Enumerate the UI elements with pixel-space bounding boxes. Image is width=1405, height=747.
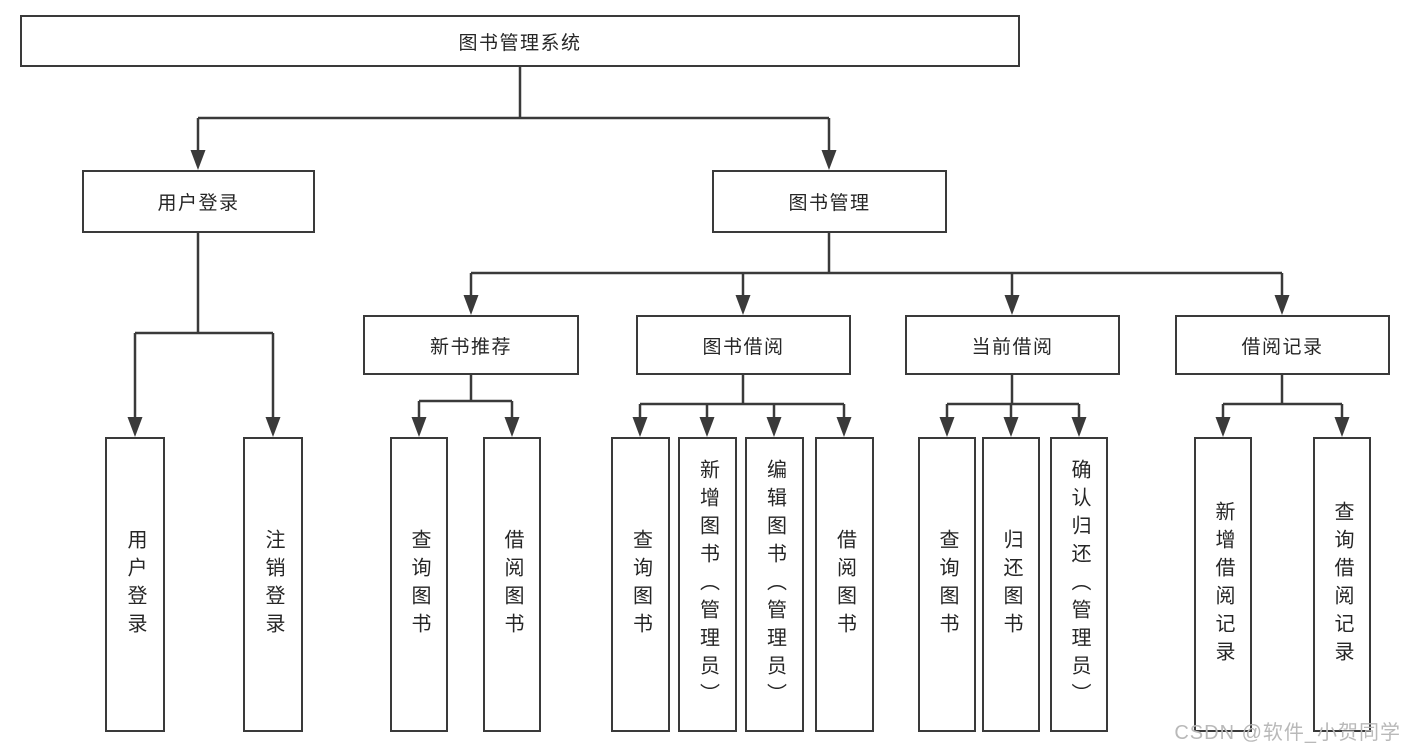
leaf-label: 确认归还（管理员） [1068,458,1090,711]
node-label: 当前借阅 [971,336,1054,358]
leaf-label: 查询图书 [629,528,652,641]
node-book-borrowing: 图书借阅 [636,315,851,375]
leaf-borrow-books-borrow: 借阅图书 [815,437,874,732]
node-current-borrowing: 当前借阅 [905,315,1120,375]
connectors [133,67,1344,420]
leaf-user-login: 用户登录 [105,437,165,732]
leaf-add-borrowing-record: 新增借阅记录 [1194,437,1252,732]
leaf-label: 新增借阅记录 [1212,500,1234,669]
leaf-label: 用户登录 [124,528,146,641]
leaf-label: 查询图书 [408,528,430,641]
leaf-borrow-books-newbook: 借阅图书 [483,437,541,732]
node-label: 图书借阅 [702,336,785,358]
leaf-query-books-current: 查询图书 [918,437,976,732]
leaf-label: 编辑图书（管理员） [763,458,786,711]
node-book-management: 图书管理 [712,170,947,233]
leaf-query-books-newbook: 查询图书 [390,437,448,732]
leaf-query-books-borrow: 查询图书 [611,437,670,732]
watermark: CSDN @软件_小贺同学 [1174,722,1401,744]
node-label: 图书管理系统 [458,32,582,54]
leaf-return-books: 归还图书 [982,437,1040,732]
leaf-logout: 注销登录 [243,437,303,732]
leaf-add-book-admin: 新增图书（管理员） [678,437,737,732]
leaf-label: 新增图书（管理员） [696,458,719,711]
leaf-label: 查询借阅记录 [1331,500,1353,669]
arrowheads [127,150,1350,437]
node-label: 新书推荐 [429,336,512,358]
leaf-label: 借阅图书 [833,528,856,641]
node-label: 用户登录 [157,193,240,214]
leaf-confirm-return-admin: 确认归还（管理员） [1050,437,1108,732]
node-label: 图书管理 [788,193,871,214]
node-library-management-system: 图书管理系统 [20,15,1020,67]
leaf-label: 注销登录 [262,528,284,641]
leaf-label: 查询图书 [936,528,958,641]
node-new-book-recommendation: 新书推荐 [363,315,579,375]
node-label: 借阅记录 [1241,336,1324,358]
leaf-label: 归还图书 [1000,528,1022,641]
leaf-label: 借阅图书 [501,528,523,641]
leaf-edit-book-admin: 编辑图书（管理员） [745,437,804,732]
node-user-login: 用户登录 [82,170,315,233]
leaf-query-borrowing-record: 查询借阅记录 [1313,437,1371,732]
node-borrowing-records: 借阅记录 [1175,315,1390,375]
